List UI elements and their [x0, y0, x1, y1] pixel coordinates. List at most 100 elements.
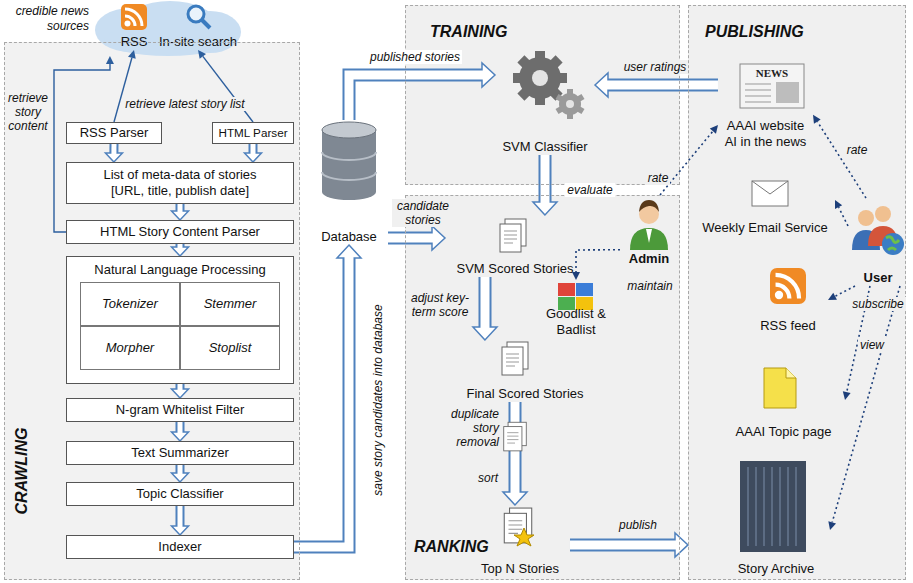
connector: [105, 144, 122, 162]
process-box: RSS Parser: [66, 122, 162, 144]
connector-line: [832, 286, 900, 522]
connector: [572, 250, 620, 280]
edge-label: duplicate story removal: [431, 407, 501, 449]
document-icon: [504, 422, 527, 451]
process-box: List of meta-data of stories [URL, title…: [66, 162, 294, 204]
process-box: N-gram Whitelist Filter: [66, 398, 294, 422]
document-icon: [500, 219, 526, 252]
stories-node: Top N Stories: [470, 505, 570, 577]
connector-outline: [294, 258, 349, 547]
node-label: Tokenizer: [102, 296, 158, 312]
search-icon: [188, 6, 210, 28]
connector: [198, 50, 253, 122]
connector: [172, 384, 189, 398]
connector-fill: [388, 234, 434, 243]
puzzle-icon: [558, 283, 593, 310]
node-label: AAAI website AI in the news: [720, 118, 812, 150]
connector-fill: [178, 244, 183, 249]
node-label: RSS feed: [760, 318, 816, 334]
node-label: Admin: [629, 251, 669, 267]
connector: [114, 50, 136, 122]
connector-line: [817, 122, 866, 199]
stories-node: Final Scored Stories: [455, 340, 595, 402]
connector: [349, 63, 495, 120]
database-node: Database: [310, 120, 388, 245]
connector: [388, 226, 445, 250]
node-label: Weekly Email Service: [702, 220, 827, 236]
news-source-cloud: credible news sourcesRSSIn-site search: [95, 0, 240, 56]
admin-icon: [630, 200, 668, 250]
connector-fill: [570, 540, 677, 549]
node-label: N-gram Whitelist Filter: [116, 402, 245, 418]
connector-fill: [481, 277, 490, 329]
connector-fill: [606, 80, 718, 89]
arrowhead: [828, 293, 837, 300]
training-panel: TRAININGSVM Classifier: [405, 5, 680, 185]
edge-label: maintain: [625, 279, 674, 293]
edge-label: candidate stories: [392, 199, 454, 227]
node-label: Morpher: [106, 340, 154, 356]
publishing-ground: [688, 5, 906, 580]
step-label: sort: [476, 471, 500, 485]
connector-line: [114, 58, 132, 122]
connector-fill: [178, 422, 183, 434]
nlp-step-box: Stoplist: [180, 326, 280, 370]
actor-node: User: [848, 198, 908, 286]
cloud-shape: [95, 1, 241, 56]
process-box: HTML Story Content Parser: [66, 220, 294, 244]
node-label: Natural Language Processing: [67, 262, 293, 277]
connector-line: [576, 250, 620, 272]
connector: [54, 56, 114, 232]
node-label: credible news sources: [9, 4, 89, 34]
edge-label: adjust key-term score: [407, 291, 473, 319]
connector-fill: [251, 144, 256, 155]
document-icon: [502, 342, 528, 375]
node-label: HTML Story Content Parser: [100, 224, 260, 240]
connector-line: [203, 56, 253, 122]
node-label: Indexer: [158, 539, 201, 555]
panel-title: PUBLISHING: [705, 23, 804, 41]
star-icon: [514, 528, 534, 546]
arrowhead: [710, 125, 718, 134]
process-box: Topic Classifier: [66, 482, 294, 506]
connector: [172, 204, 189, 220]
node-label: Story Archive: [738, 561, 815, 577]
user-icon: [852, 206, 904, 255]
crawling-ground: [4, 42, 300, 580]
nlp-step-box: Tokenizer: [80, 282, 180, 326]
node-label: Final Scored Stories: [466, 386, 583, 402]
edge-label: rate: [845, 143, 870, 157]
node-label: RSS Parser: [80, 125, 149, 141]
edge-label: view: [858, 338, 886, 352]
connector: [595, 73, 718, 97]
nlp-step-box: Morpher: [80, 326, 180, 370]
edge-label: rate: [646, 171, 671, 185]
email-node: Weekly Email Service: [695, 178, 835, 236]
connector-outline: [349, 75, 482, 120]
rss-icon: [121, 4, 147, 30]
connector-line: [839, 207, 848, 226]
connector: [533, 155, 557, 215]
connector-line: [54, 64, 110, 232]
connector: [172, 465, 189, 482]
node-label: Topic Classifier: [136, 486, 223, 502]
arrowhead: [106, 56, 114, 64]
edge-label: retrieve story content: [5, 91, 51, 133]
process-box: Indexer: [66, 535, 294, 559]
connector: [244, 144, 261, 162]
classifier-node: SVM Classifier: [495, 45, 595, 155]
envelope-icon: [752, 181, 788, 206]
newspaper-masthead: NEWS: [754, 66, 790, 80]
arrowhead: [828, 521, 836, 530]
node-label: Top N Stories: [481, 561, 559, 577]
connector-fill: [541, 155, 550, 204]
arrowhead: [813, 115, 821, 124]
connector: [172, 244, 189, 256]
arrowhead: [843, 391, 851, 400]
connector: [828, 286, 900, 530]
connector-fill: [178, 465, 183, 475]
nlp-step-box: Stemmer: [180, 282, 280, 326]
archive-container-icon: [740, 461, 806, 552]
feed-node: RSS feed: [748, 266, 828, 334]
connector: [294, 245, 361, 547]
